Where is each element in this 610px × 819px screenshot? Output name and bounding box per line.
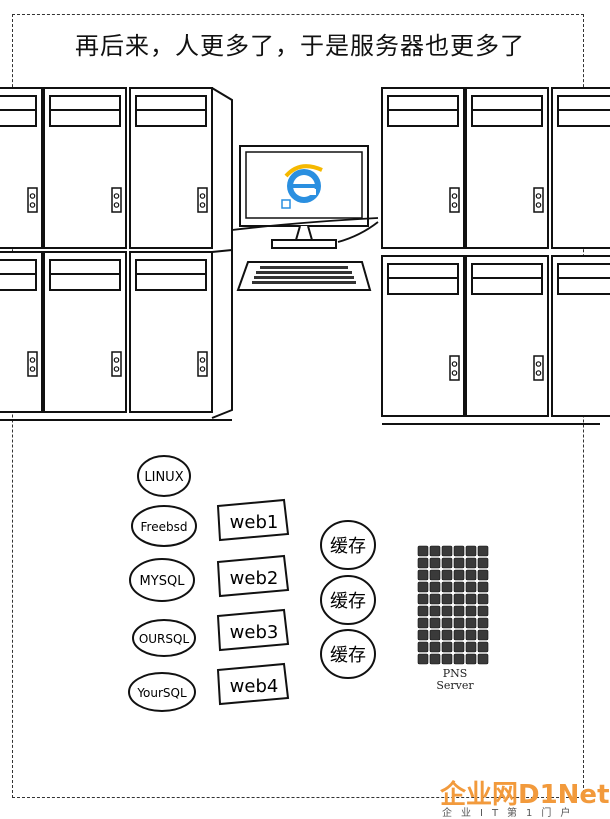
dns-server-cell	[465, 581, 477, 593]
client-computer	[231, 145, 379, 291]
dns-server-label-line2: Server	[436, 679, 474, 692]
dns-server-label-line1: PNS	[442, 667, 468, 680]
dns-server-cell	[453, 569, 465, 581]
web-server-node: web1	[216, 498, 290, 542]
dns-server-cell	[429, 641, 441, 653]
cache-node: 缓存	[320, 629, 376, 679]
dns-server-cell	[453, 629, 465, 641]
dns-server-cell	[465, 545, 477, 557]
dns-server-cell	[429, 605, 441, 617]
dns-server-cell	[453, 641, 465, 653]
database-node-label: MYSQL	[140, 574, 186, 589]
dns-server-cell	[477, 581, 489, 593]
watermark-logo: 企业网D1Net 企业IT第1门户	[440, 774, 610, 819]
dns-server-cell	[441, 557, 453, 569]
dns-server-cell	[441, 629, 453, 641]
dns-server-cell	[465, 593, 477, 605]
dns-server-cell	[477, 557, 489, 569]
dns-server-cell	[417, 557, 429, 569]
dns-server-cell	[429, 545, 441, 557]
dns-server-cell	[453, 593, 465, 605]
dns-server-cell	[417, 653, 429, 665]
dns-server-cell	[441, 641, 453, 653]
dns-server-cell	[417, 569, 429, 581]
database-node: YourSQL	[128, 672, 196, 712]
dns-server-cell	[429, 617, 441, 629]
database-node: LINUX	[137, 455, 191, 497]
dns-server-cell	[465, 557, 477, 569]
dns-server-cell	[453, 617, 465, 629]
dns-server-cell	[477, 569, 489, 581]
dns-server-cell	[477, 545, 489, 557]
dns-server-cell	[429, 653, 441, 665]
database-node: Freebsd	[131, 505, 197, 547]
dns-server-cell	[429, 593, 441, 605]
dns-server-cell	[441, 605, 453, 617]
web-server-node: web3	[216, 608, 290, 652]
dns-server-cell	[417, 593, 429, 605]
dns-server-cell	[477, 605, 489, 617]
dns-server-cell	[417, 617, 429, 629]
dns-server-cell	[441, 617, 453, 629]
database-node: OURSQL	[132, 619, 196, 657]
dns-server-cell	[441, 545, 453, 557]
cache-node-label: 缓存	[330, 591, 366, 612]
dns-server-cell	[441, 653, 453, 665]
dns-server-cell	[417, 545, 429, 557]
dns-server-cell	[441, 593, 453, 605]
dns-server-cell	[477, 629, 489, 641]
dns-server-cell	[465, 629, 477, 641]
web-server-node: web4	[216, 662, 290, 706]
dns-server-cell	[429, 569, 441, 581]
web-server-label: web3	[230, 622, 279, 643]
dns-server-cell	[465, 569, 477, 581]
web-server-label: web1	[230, 512, 279, 533]
dns-server-cell	[429, 581, 441, 593]
dns-server-cell	[465, 605, 477, 617]
dns-server-cell	[477, 641, 489, 653]
dns-server-cell	[417, 641, 429, 653]
database-node-label: Freebsd	[141, 520, 188, 534]
dns-server-cell	[429, 629, 441, 641]
watermark-sub-text: 企业IT第1门户	[442, 808, 580, 819]
cache-node: 缓存	[320, 575, 376, 625]
dns-server-cell	[453, 581, 465, 593]
dns-server-cell	[465, 617, 477, 629]
database-node-label: YourSQL	[136, 686, 187, 700]
left-server-rack	[0, 87, 233, 421]
dns-server-cell	[477, 617, 489, 629]
dns-server-cell	[417, 605, 429, 617]
cache-node: 缓存	[320, 520, 376, 570]
database-node-label: OURSQL	[139, 632, 190, 646]
page-title: 再后来，人更多了，于是服务器也更多了	[75, 32, 525, 60]
right-server-rack	[381, 87, 610, 425]
dns-server-cell	[477, 593, 489, 605]
watermark-main-text: 企业网D1Net	[440, 780, 610, 810]
dns-server-cell	[453, 557, 465, 569]
web-server-node: web2	[216, 554, 290, 598]
web-server-label: web2	[230, 568, 279, 589]
dns-server-cell	[441, 581, 453, 593]
database-node-label: LINUX	[144, 470, 183, 485]
cache-node-label: 缓存	[330, 536, 366, 557]
dns-server-cell	[441, 569, 453, 581]
web-server-label: web4	[230, 676, 279, 697]
dns-server-cell	[453, 545, 465, 557]
dns-server-cell	[417, 581, 429, 593]
internet-explorer-icon	[281, 164, 323, 209]
dns-server-cell	[465, 641, 477, 653]
dns-server-cell	[477, 653, 489, 665]
dns-server-cell	[453, 605, 465, 617]
database-node: MYSQL	[129, 558, 195, 602]
dns-server-cell	[453, 653, 465, 665]
dns-server-cell	[417, 629, 429, 641]
cache-node-label: 缓存	[330, 645, 366, 666]
dns-server-grid	[417, 545, 489, 665]
dns-server-cell	[465, 653, 477, 665]
dns-server-cell	[429, 557, 441, 569]
